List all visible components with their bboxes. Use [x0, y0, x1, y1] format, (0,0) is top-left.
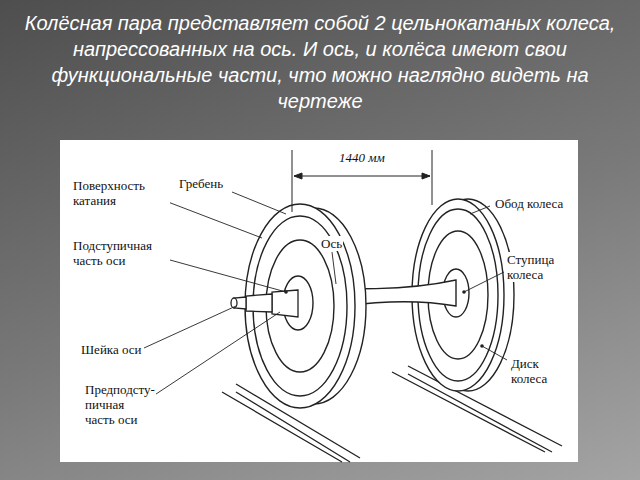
slide-title: Колёсная пара представляет собой 2 цельн… [22, 10, 618, 114]
part-label: Предподсту- пичная часть оси [84, 382, 156, 427]
part-label: Гребень [178, 176, 224, 191]
part-label: Диск колеса [510, 356, 570, 386]
leader-dots [284, 290, 484, 348]
axle-journal [231, 290, 298, 317]
dimension: 1440 мм [338, 150, 386, 165]
part-label: Обод колеса [494, 196, 564, 211]
dimension-lines [292, 150, 432, 212]
part-label: Подступичная часть оси [72, 238, 170, 268]
leader-lines [144, 192, 507, 398]
part-label: Поверхность катания [72, 178, 170, 208]
part-label: Ступица колеса [506, 252, 570, 282]
left-wheel [245, 204, 366, 408]
drawing-ground [60, 140, 578, 462]
part-label: Шейка оси [80, 342, 143, 357]
part-label: Ось [320, 236, 343, 251]
